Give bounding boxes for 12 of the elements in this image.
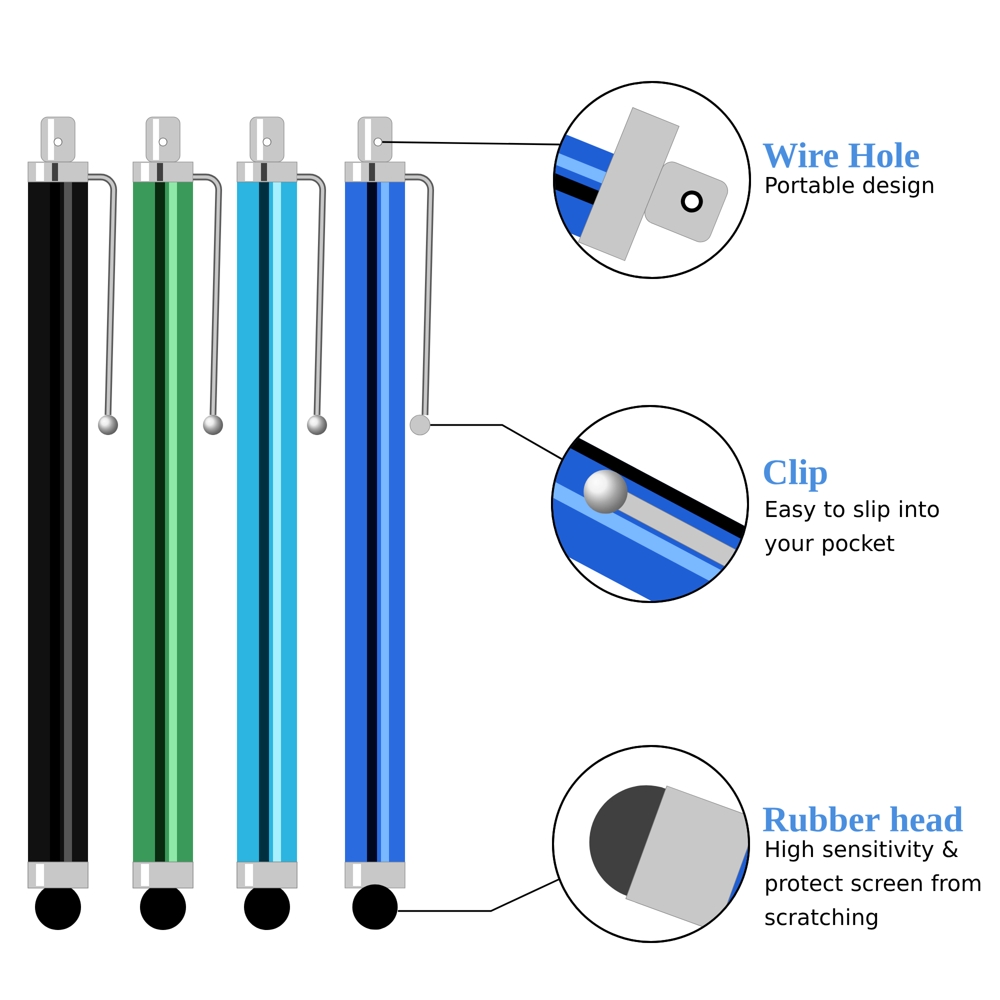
- feature-description: Portable design: [766, 176, 934, 198]
- feature-heading: Clip: [764, 459, 827, 492]
- leader-line: [398, 878, 559, 912]
- feature-description: High sensitivity & protect screen from scratching: [765, 840, 980, 930]
- leader-line: [382, 141, 560, 146]
- clip-ball: [410, 414, 430, 436]
- leader-line: [430, 424, 562, 460]
- feature-heading: Rubber head: [762, 806, 963, 832]
- feature-heading: Wire Hole: [762, 142, 919, 168]
- rubber-tip: [352, 884, 398, 930]
- feature-description: Easy to slip into your pocket: [764, 500, 939, 556]
- wire-hole: [374, 138, 382, 146]
